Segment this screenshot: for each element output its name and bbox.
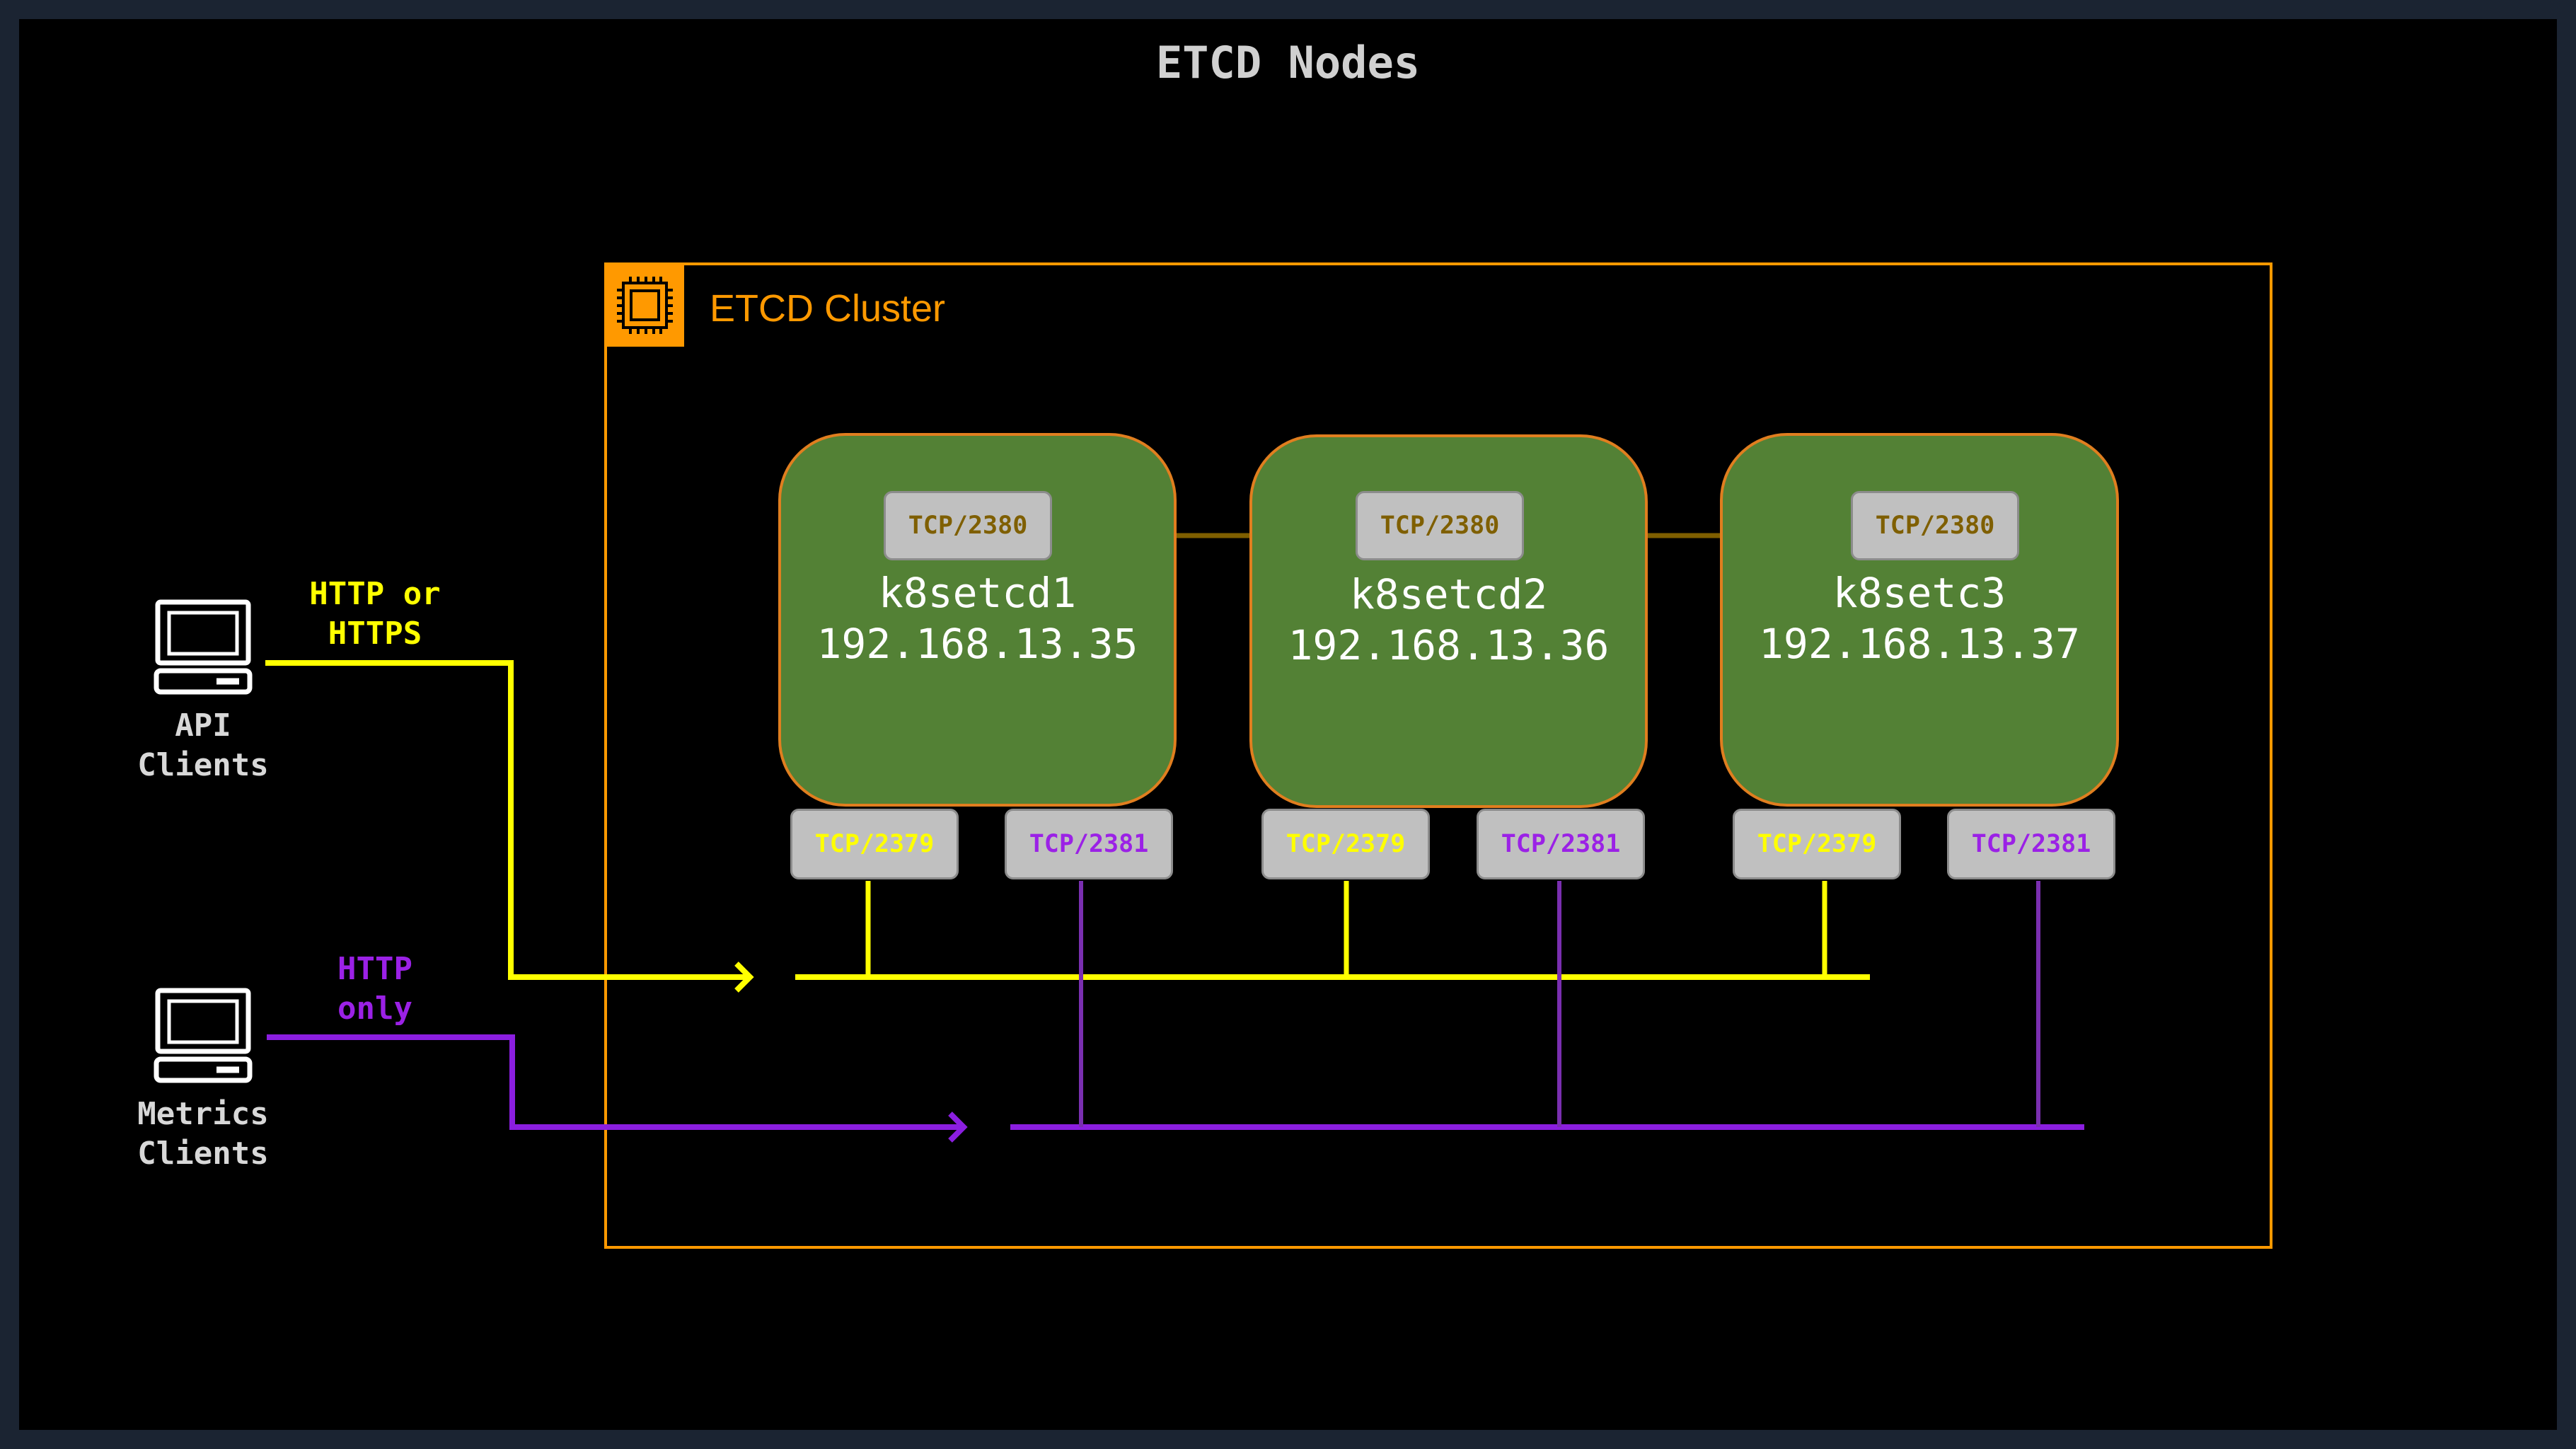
client-port-3: TCP/2379 — [1733, 809, 1901, 879]
node-2-ip: 192.168.13.36 — [1288, 621, 1610, 669]
api-clients-label: API Clients — [137, 708, 269, 783]
cluster-label: ETCD Cluster — [710, 287, 946, 330]
peer-port-2: TCP/2380 — [1356, 491, 1524, 560]
cluster-border — [604, 262, 2272, 1249]
node-3-name: k8setc3 — [1832, 569, 2006, 617]
api-client-arrowhead — [734, 962, 754, 993]
metrics-client-connector — [267, 1034, 964, 1130]
metrics-client-arrowhead — [948, 1112, 968, 1143]
client-port-2: TCP/2379 — [1261, 809, 1430, 879]
node-2-name: k8setcd2 — [1349, 570, 1548, 618]
peer-port-1: TCP/2380 — [884, 491, 1052, 560]
client-port-1: TCP/2379 — [790, 809, 959, 879]
node-1-name: k8setcd1 — [878, 569, 1077, 617]
laptop-icon — [154, 988, 253, 1083]
metrics-protocol-label: HTTP only — [337, 951, 412, 1027]
api-protocol-label: HTTP or HTTPS — [309, 576, 441, 652]
metrics-clients-label: Metrics Clients — [137, 1096, 269, 1172]
chip-icon — [617, 277, 673, 334]
diagram-title: ETCD Nodes — [1155, 37, 1421, 88]
node-1-ip: 192.168.13.35 — [816, 620, 1138, 668]
laptop-icon — [154, 599, 253, 695]
metrics-port-2: TCP/2381 — [1477, 809, 1645, 879]
api-client-connector — [265, 660, 750, 980]
etcd-node-1[interactable] — [778, 433, 1177, 807]
peer-port-3: TCP/2380 — [1851, 491, 2019, 560]
metrics-port-3: TCP/2381 — [1947, 809, 2115, 879]
metrics-port-1: TCP/2381 — [1005, 809, 1173, 879]
node-3-ip: 192.168.13.37 — [1759, 620, 2080, 668]
